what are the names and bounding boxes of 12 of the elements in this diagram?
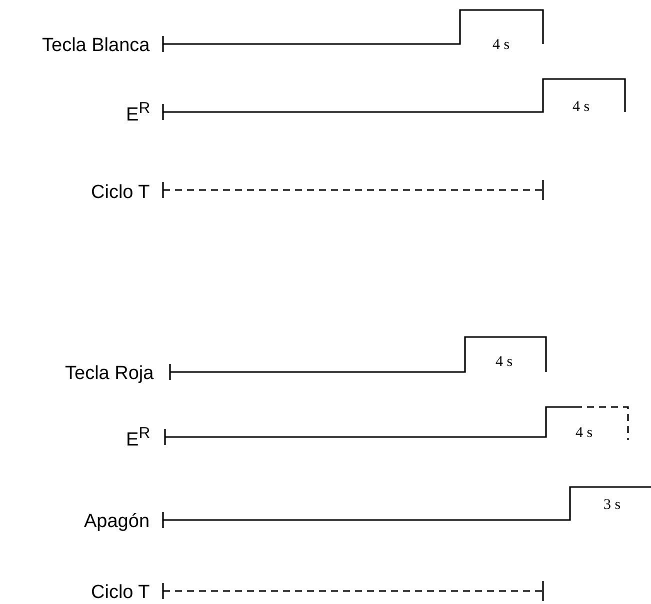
signal-name: Ciclo T xyxy=(91,182,150,202)
signal-name: E$^{R}$ xyxy=(126,426,150,449)
duration-label: 3 s xyxy=(604,498,621,512)
signal-name: E$^{R}$ xyxy=(126,100,150,124)
duration-label: 4 s xyxy=(496,354,513,370)
signal-name: Tecla Blanca xyxy=(42,36,150,54)
signal-name: Apagón xyxy=(84,512,150,530)
signal-name: Ciclo T xyxy=(91,582,150,602)
duration-label: 4 s xyxy=(576,426,593,440)
duration-label: 4 s xyxy=(572,100,590,114)
signal-name: Tecla Roja xyxy=(65,364,154,382)
duration-label: 4 s xyxy=(492,38,510,52)
